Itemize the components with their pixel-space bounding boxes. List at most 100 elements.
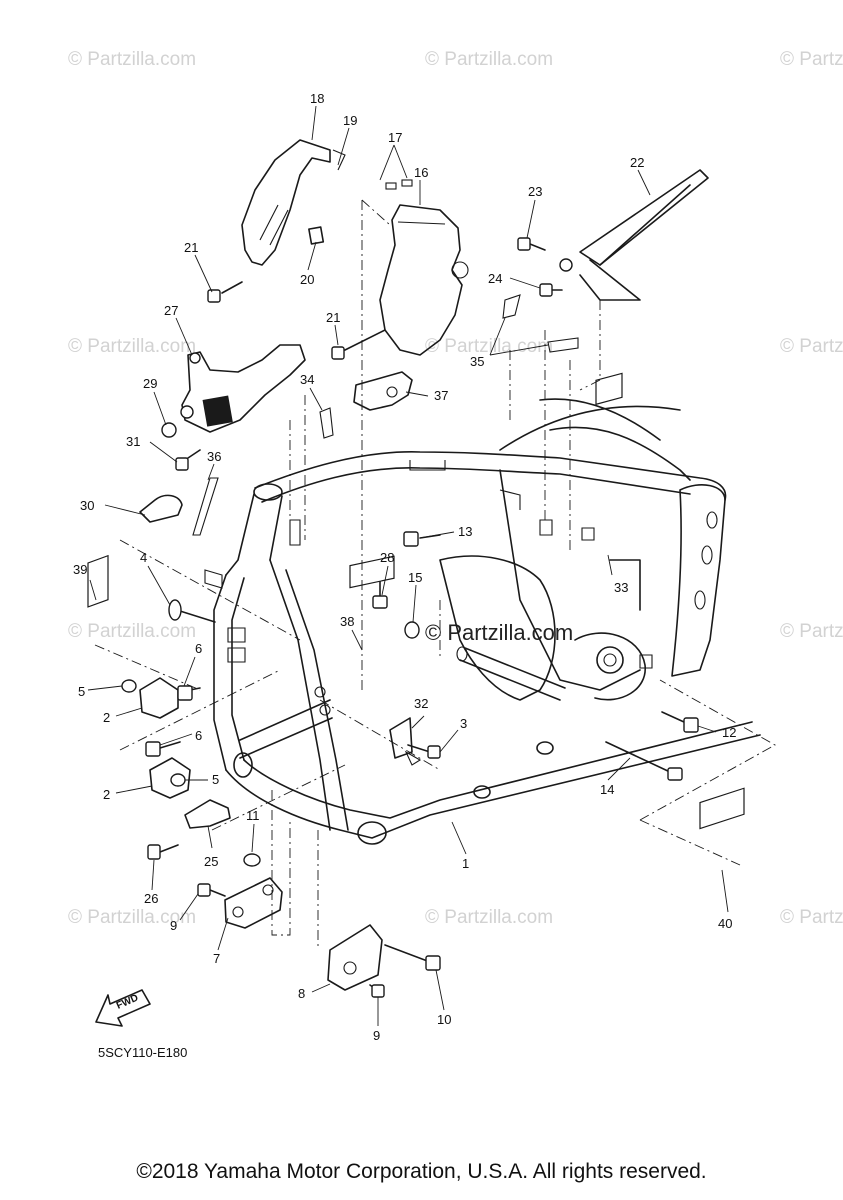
watermark: © Partzilla.com — [425, 907, 553, 928]
callout-17: 17 — [388, 130, 402, 145]
damper-34 — [319, 407, 334, 439]
bolt-21-upper — [207, 281, 243, 303]
bolt-6-lower — [145, 741, 181, 757]
callout-13: 13 — [458, 524, 472, 539]
callout-27: 27 — [164, 303, 178, 318]
clip-19 — [332, 149, 346, 171]
callout-10: 10 — [437, 1012, 451, 1027]
callout-25: 25 — [204, 854, 218, 869]
watermarks: © Partzilla.com © Partzilla.com © Partzi… — [68, 49, 843, 928]
callout-12: 12 — [722, 725, 736, 740]
damper-35a — [502, 294, 521, 319]
washer-5-lower — [170, 773, 186, 787]
watermark: © Partzilla.com — [425, 49, 553, 70]
bolt-23 — [517, 237, 546, 251]
guide-lines — [94, 199, 776, 950]
callout-8: 8 — [298, 986, 305, 1001]
watermark: © Partzilla.com — [780, 336, 843, 357]
callout-6-lower: 6 — [195, 728, 202, 743]
callout-39: 39 — [73, 562, 87, 577]
damper-35b — [547, 337, 579, 353]
callout-6-upper: 6 — [195, 641, 202, 656]
damper-17a — [385, 182, 397, 190]
callout-29: 29 — [143, 376, 157, 391]
callout-5-lower: 5 — [212, 772, 219, 787]
bolt-9-left — [197, 883, 226, 897]
callout-19: 19 — [343, 113, 357, 128]
fwd-label: FWD — [115, 992, 140, 1011]
watermark: © Partzilla.com — [425, 336, 553, 357]
nut-29 — [161, 422, 177, 438]
callout-14: 14 — [600, 782, 614, 797]
callout-numbers: 1 2 2 3 4 5 5 6 6 7 8 9 9 10 11 12 13 14… — [73, 91, 736, 1043]
callout-24: 24 — [488, 271, 502, 286]
callout-34: 34 — [300, 372, 314, 387]
callout-2-upper: 2 — [103, 710, 110, 725]
bracket-37 — [353, 371, 413, 411]
bolt-31 — [175, 449, 201, 471]
damper-36 — [192, 477, 219, 536]
callout-9-left: 9 — [170, 918, 177, 933]
callout-21-lower: 21 — [326, 310, 340, 325]
nut-11 — [243, 853, 261, 867]
bolt-9-right — [369, 984, 385, 998]
callout-40: 40 — [718, 916, 732, 931]
damper-17b — [401, 179, 413, 187]
callout-26: 26 — [144, 891, 158, 906]
callout-7: 7 — [213, 951, 220, 966]
plate-7 — [224, 877, 283, 929]
bracket-18 — [241, 139, 331, 266]
callout-20: 20 — [300, 272, 314, 287]
leader-lines — [87, 105, 729, 1026]
watermark: © Partzilla.com — [780, 907, 843, 928]
label-38 — [349, 555, 395, 589]
callout-30: 30 — [80, 498, 94, 513]
bolt-14 — [605, 741, 683, 781]
watermark: © Partzilla.com — [780, 49, 843, 70]
watermark: © Partzilla.com — [68, 621, 196, 642]
callout-5-upper: 5 — [78, 684, 85, 699]
label-33 — [595, 372, 623, 406]
label-40 — [699, 787, 745, 830]
bolt-21-lower — [331, 329, 386, 360]
bolt-6-upper — [177, 685, 201, 701]
stay-22 — [559, 169, 709, 301]
callout-23: 23 — [528, 184, 542, 199]
bolt-10 — [384, 944, 441, 971]
bracket-2-upper — [139, 677, 179, 719]
damper-20 — [308, 226, 325, 245]
clip-32 — [389, 717, 413, 759]
watermark: © Partzilla.com — [68, 907, 196, 928]
copyright-notice: ©2018 Yamaha Motor Corporation, U.S.A. A… — [136, 1160, 707, 1183]
plate-8 — [327, 924, 383, 991]
bolt-4 — [168, 599, 216, 623]
bolt-13 — [403, 531, 441, 547]
diagram-code: 5SCY110-E180 — [98, 1045, 187, 1060]
callout-36: 36 — [207, 449, 221, 464]
bolt-26 — [147, 844, 179, 860]
watermark: © Partzilla.com — [780, 621, 843, 642]
bolt-3 — [407, 744, 441, 759]
callout-31: 31 — [126, 434, 140, 449]
clamp-30 — [139, 494, 183, 523]
callout-32: 32 — [414, 696, 428, 711]
callout-4: 4 — [140, 550, 147, 565]
callout-22: 22 — [630, 155, 644, 170]
callout-16: 16 — [414, 165, 428, 180]
callout-3: 3 — [460, 716, 467, 731]
callout-28: 28 — [380, 550, 394, 565]
callout-11: 11 — [246, 808, 260, 823]
callout-18: 18 — [310, 91, 324, 106]
bracket-27 — [180, 344, 306, 433]
bracket-25 — [184, 799, 231, 829]
watermark: © Partzilla.com — [68, 49, 196, 70]
callout-15: 15 — [408, 570, 422, 585]
label-39 — [87, 554, 109, 608]
center-watermark: © Partzilla.com — [425, 620, 573, 645]
callout-38: 38 — [340, 614, 354, 629]
washer-15 — [404, 621, 420, 639]
washer-5-upper — [121, 679, 137, 693]
bracket-2-lower — [149, 757, 191, 799]
callout-1: 1 — [462, 856, 469, 871]
